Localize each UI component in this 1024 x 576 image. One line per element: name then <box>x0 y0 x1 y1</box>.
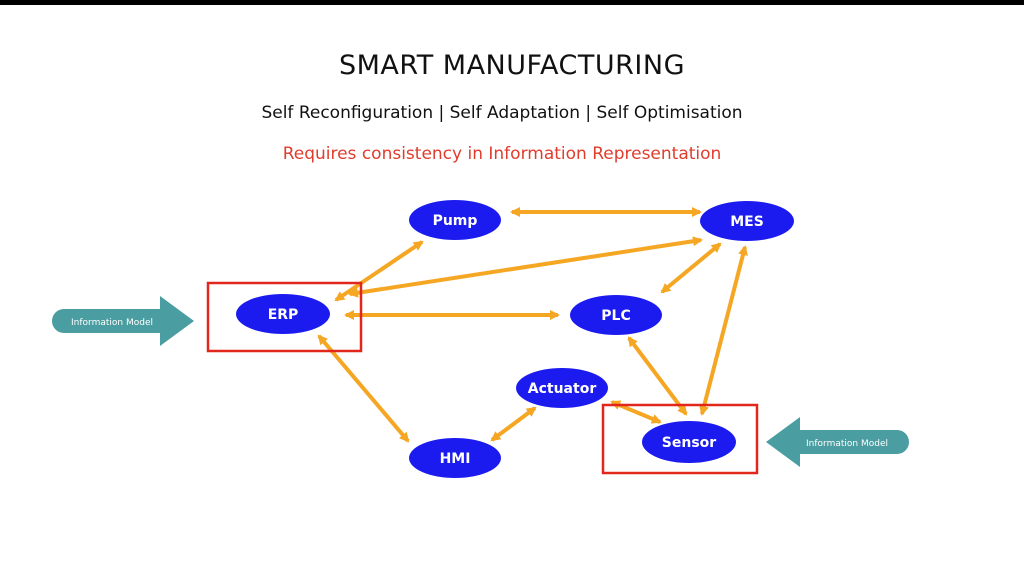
info-model-label-right: Information Model <box>806 439 888 449</box>
edge-plc-sensor <box>627 336 688 416</box>
node-hmi-label: HMI <box>440 451 471 467</box>
node-hmi: HMI <box>409 438 501 478</box>
node-mes-label: MES <box>730 214 764 230</box>
sensor-highlight-box <box>601 403 759 475</box>
node-sensor-label: Sensor <box>662 435 716 451</box>
node-pump: Pump <box>409 200 501 240</box>
node-actuator: Actuator <box>516 368 608 408</box>
page-subtitle: Self Reconfiguration | Self Adaptation |… <box>261 103 743 123</box>
edge-sensor-mes <box>699 245 748 416</box>
info-model-label-left: Information Model <box>71 318 153 328</box>
edge-hmi-actuator <box>490 406 537 442</box>
node-actuator-label: Actuator <box>528 381 597 397</box>
edge-erp-mes <box>348 236 703 298</box>
node-plc: PLC <box>570 295 662 335</box>
connections <box>317 207 748 443</box>
node-plc-label: PLC <box>601 308 630 324</box>
node-erp-label: ERP <box>268 307 299 323</box>
edge-erp-hmi <box>317 334 410 443</box>
info-model-arrow-right: Information Model <box>766 417 909 467</box>
node-pump-label: Pump <box>433 213 478 229</box>
info-model-arrow-left: Information Model <box>52 296 194 346</box>
node-erp: ERP <box>236 294 330 334</box>
node-sensor: Sensor <box>642 421 736 463</box>
top-bar <box>0 0 1024 5</box>
erp-highlight-box <box>206 281 363 353</box>
edge-plc-mes <box>660 242 722 294</box>
page-title: SMART MANUFACTURING <box>339 50 685 81</box>
consistency-note: Requires consistency in Information Repr… <box>282 144 722 164</box>
node-mes: MES <box>700 201 794 241</box>
